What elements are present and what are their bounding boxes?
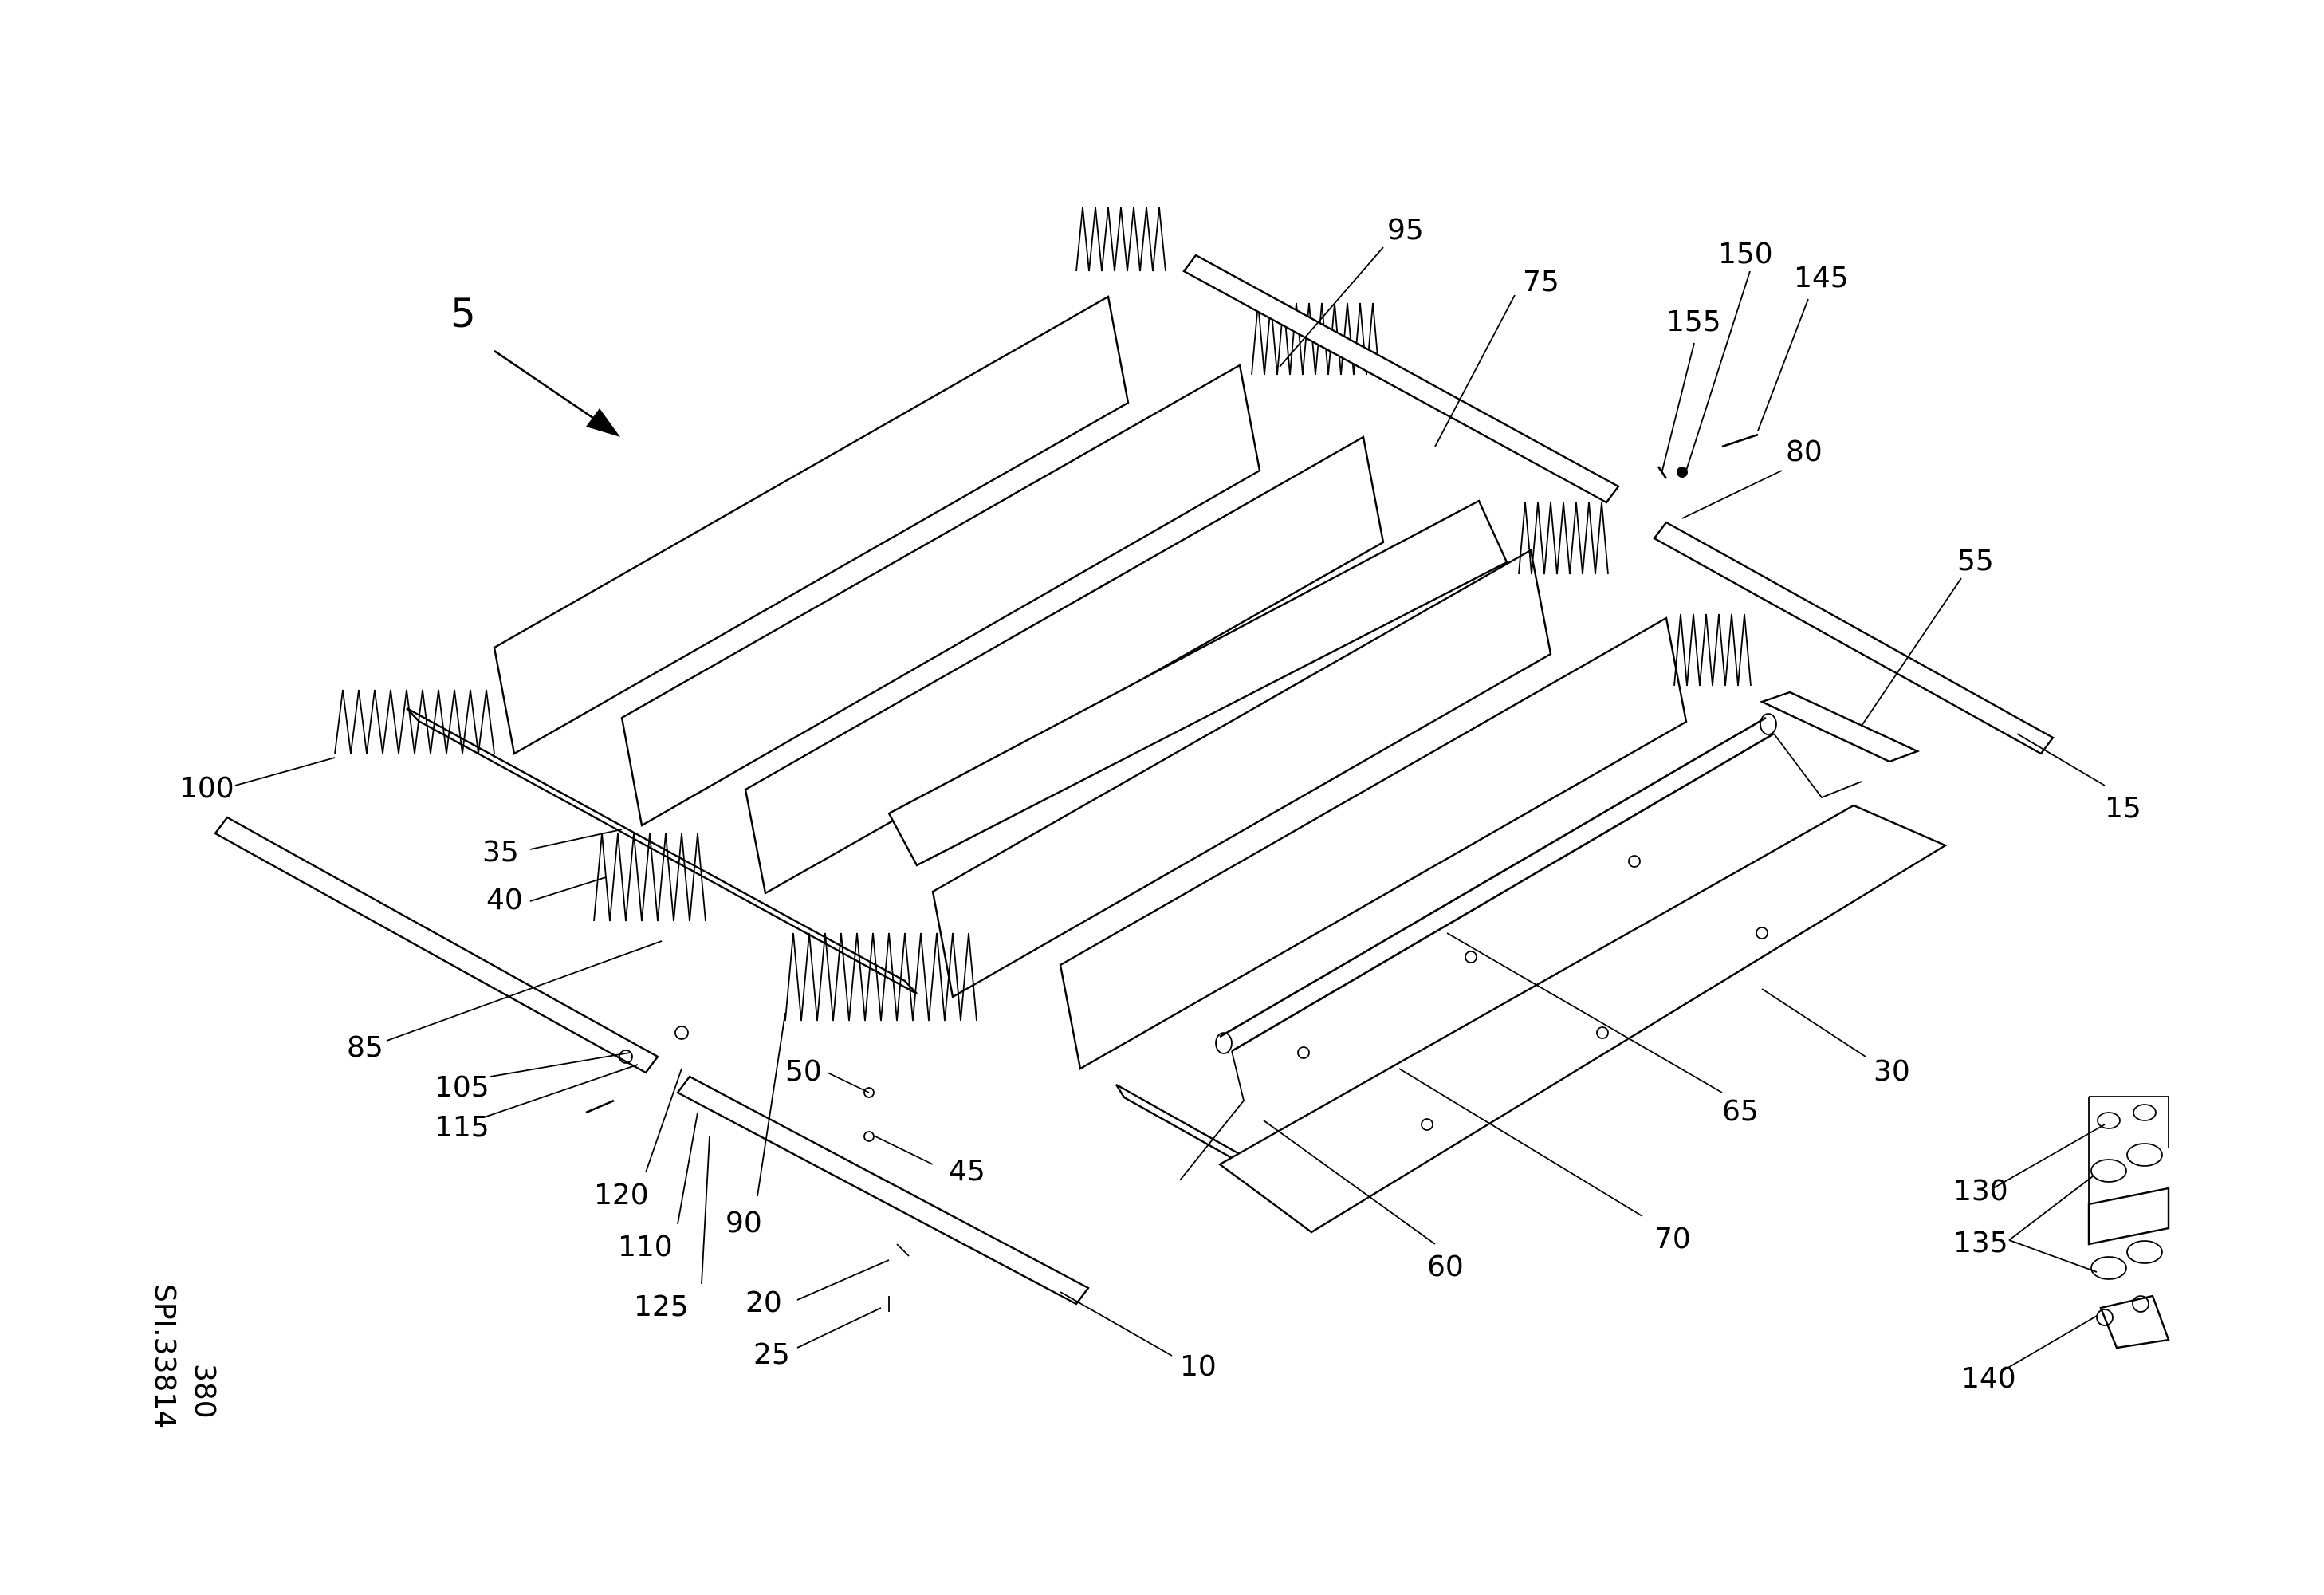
sieve-combs bbox=[334, 207, 1752, 1022]
callout-130: 130 bbox=[1953, 1175, 2008, 1207]
callout-45: 45 bbox=[949, 1155, 985, 1187]
callout-35: 35 bbox=[482, 836, 519, 868]
callout-140: 140 bbox=[1961, 1362, 2016, 1395]
callout-10: 10 bbox=[1180, 1350, 1217, 1383]
drawing-code-380: 380 bbox=[188, 1364, 221, 1419]
callout-20: 20 bbox=[745, 1286, 782, 1319]
drawing-code-spi: SPI.33814 bbox=[148, 1284, 181, 1428]
callout-110: 110 bbox=[618, 1231, 673, 1263]
callout-95: 95 bbox=[1387, 214, 1424, 246]
callout-85: 85 bbox=[347, 1031, 383, 1064]
leader-lines bbox=[234, 246, 2106, 1372]
callout-80: 80 bbox=[1786, 435, 1823, 468]
callout-50: 50 bbox=[785, 1055, 822, 1088]
callout-115: 115 bbox=[435, 1111, 490, 1144]
callout-90: 90 bbox=[726, 1207, 762, 1239]
callout-65: 65 bbox=[1722, 1095, 1759, 1128]
callout-75: 75 bbox=[1523, 266, 1559, 298]
diagram-geometry bbox=[214, 207, 2170, 1372]
assembly-label: 5 bbox=[450, 290, 476, 337]
callout-100: 100 bbox=[179, 772, 234, 805]
callout-70: 70 bbox=[1654, 1223, 1691, 1255]
callout-labels: 5 95 75 150 145 155 80 55 15 100 35 40 8… bbox=[148, 214, 2141, 1428]
cross-tube bbox=[1179, 713, 1862, 1181]
base-panel bbox=[1217, 804, 1948, 1234]
cover-panel bbox=[1759, 691, 1921, 763]
callout-155: 155 bbox=[1666, 305, 1721, 338]
callout-125: 125 bbox=[634, 1290, 689, 1323]
callout-55: 55 bbox=[1957, 545, 1994, 577]
fastener-detail bbox=[2087, 1096, 2170, 1349]
callout-135: 135 bbox=[1953, 1227, 2008, 1259]
callout-150: 150 bbox=[1718, 238, 1773, 270]
mounting-strip bbox=[406, 707, 1253, 1171]
callout-145: 145 bbox=[1794, 262, 1849, 294]
callout-120: 120 bbox=[594, 1179, 649, 1211]
callout-30: 30 bbox=[1874, 1055, 1910, 1088]
hardware bbox=[585, 433, 1759, 1312]
callout-25: 25 bbox=[753, 1338, 790, 1371]
callout-40: 40 bbox=[486, 884, 523, 916]
callout-105: 105 bbox=[435, 1071, 490, 1104]
callout-60: 60 bbox=[1427, 1250, 1464, 1283]
assembly-arrow bbox=[494, 349, 620, 437]
deflector-plates bbox=[493, 295, 1688, 1070]
guide-rails bbox=[214, 254, 2055, 1306]
callout-15: 15 bbox=[2105, 792, 2141, 825]
